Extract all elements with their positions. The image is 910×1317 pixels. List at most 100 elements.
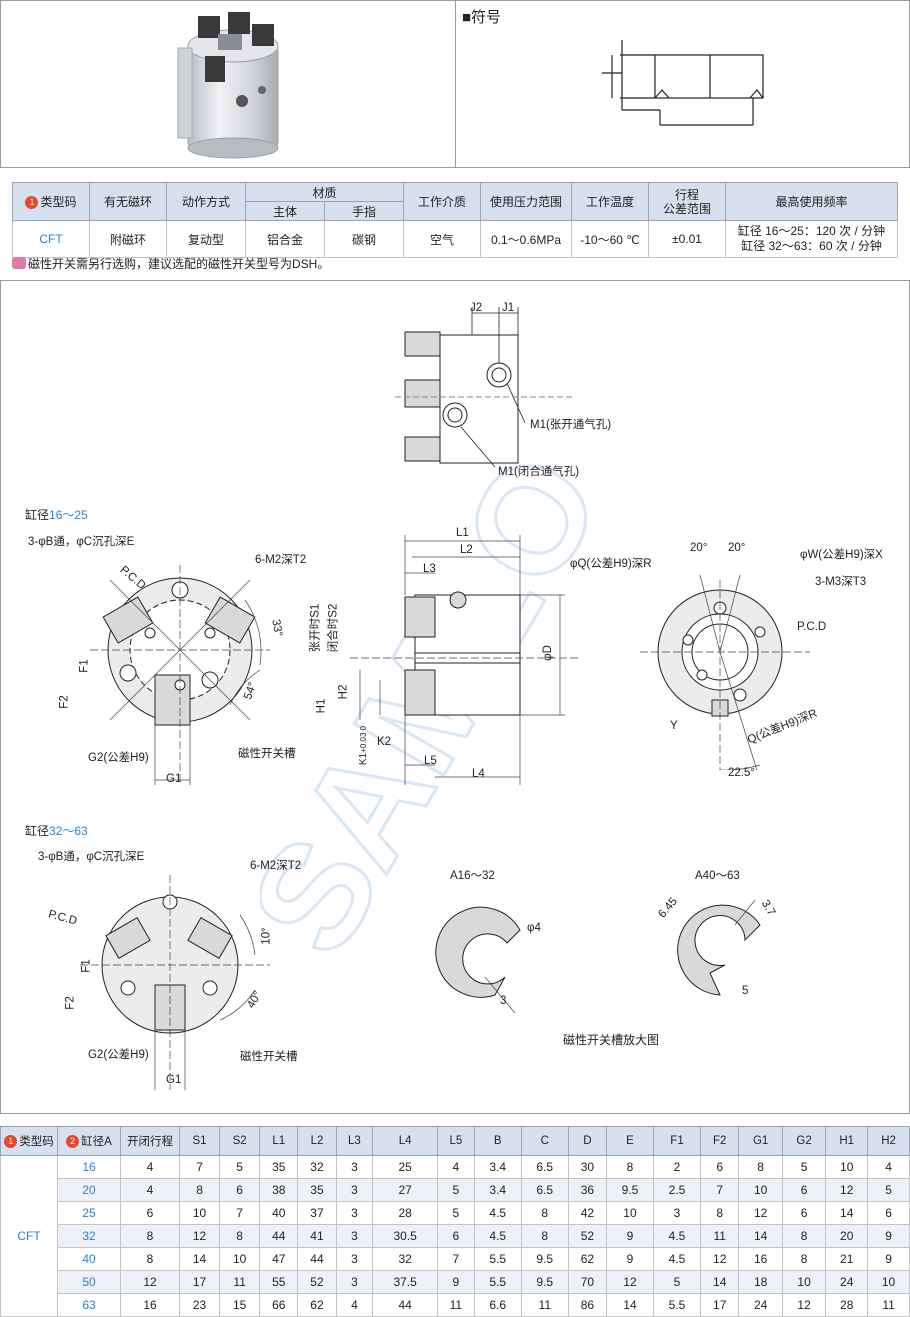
dim-cell: 7 <box>219 1201 261 1225</box>
dim-type-code: CFT <box>0 1155 58 1317</box>
dim-cell: 9 <box>437 1270 475 1294</box>
spec-freq-2: 缸径 32～63：60 次 / 分钟 <box>741 239 882 253</box>
dim-cell: 9.5 <box>605 1178 655 1202</box>
dim-cell: 70 <box>567 1270 607 1294</box>
bore-32-63-title: 缸径32～63 <box>25 824 88 838</box>
slot-phi4: φ4 <box>527 922 541 934</box>
dim-cell: 9.5 <box>520 1247 569 1271</box>
spec-freq: 缸径 16～25：120 次 / 分钟 缸径 32～63：60 次 / 分钟 <box>725 220 898 258</box>
dim-bore-cell: 32 <box>57 1224 121 1248</box>
note-icon <box>12 257 26 269</box>
dim-cell: 6 <box>120 1201 180 1225</box>
rear-y: Y <box>670 720 678 732</box>
dim-cell: 5 <box>781 1155 827 1179</box>
spec-pressure: 0.1～0.6MPa <box>480 220 572 258</box>
side-k1: K1+0.03 0 <box>358 725 370 766</box>
dim-header-11: C <box>520 1126 569 1156</box>
dim-cell: 52 <box>567 1224 607 1248</box>
dim-cell: 5 <box>867 1178 910 1202</box>
front-view-32-63 <box>70 870 290 1090</box>
dim-cell: 12 <box>781 1293 827 1317</box>
dim-header-6: L2 <box>297 1126 337 1156</box>
dim-cell: 5 <box>219 1155 261 1179</box>
spec-header-body: 主体 <box>245 201 325 221</box>
dim-cell: 4.5 <box>473 1224 522 1248</box>
slot-caption: 磁性开关槽放大图 <box>563 1033 660 1047</box>
dim-cell: 4.5 <box>652 1224 702 1248</box>
dim-cell: 11 <box>520 1293 569 1317</box>
spec-header-action: 动作方式 <box>166 182 246 221</box>
front2-g2: G2(公差H9) <box>88 1049 149 1061</box>
dim-header-16: G1 <box>738 1126 783 1156</box>
dim-cell: 20 <box>825 1224 869 1248</box>
dim-cell: 9 <box>605 1247 655 1271</box>
spec-header-temp: 工作温度 <box>571 182 649 221</box>
dim-cell: 30.5 <box>372 1224 439 1248</box>
slot-detail-a40 <box>665 895 785 1015</box>
spec-stroke: ±0.01 <box>648 220 726 258</box>
dim-cell: 2 <box>652 1155 702 1179</box>
dim-cell: 12 <box>825 1178 869 1202</box>
spec-action: 复动型 <box>166 220 246 258</box>
dim-cell: 44 <box>259 1224 299 1248</box>
dim-cell: 3 <box>335 1155 374 1179</box>
dim-cell: 6.5 <box>520 1178 569 1202</box>
dim-cell: 8 <box>781 1247 827 1271</box>
dim-cell: 10 <box>825 1155 869 1179</box>
dim-cell: 24 <box>825 1270 869 1294</box>
dim-cell: 30 <box>567 1155 607 1179</box>
side-d: φD <box>541 645 554 661</box>
badge-1: 1 <box>25 196 39 209</box>
side-h1: H1 <box>315 698 328 714</box>
dim-header-10: B <box>473 1126 522 1156</box>
dim-cell: 11 <box>437 1293 475 1317</box>
dim-cell: 3 <box>335 1247 374 1271</box>
front-g1: G1 <box>166 773 182 785</box>
front2-f2: F2 <box>64 996 77 1010</box>
dim-header-9: L5 <box>437 1126 475 1156</box>
dim-header-2: 开闭行程 <box>120 1126 180 1156</box>
dim-cell: 37.5 <box>372 1270 439 1294</box>
slot-dim5: 5 <box>742 985 749 997</box>
spec-medium: 空气 <box>403 220 481 258</box>
side-s1: 张开时S1 <box>309 603 322 653</box>
dim-bore-cell: 20 <box>57 1178 121 1202</box>
spec-freq-1: 缸径 16～25：120 次 / 分钟 <box>737 224 886 238</box>
front-slot: 磁性开关槽 <box>238 748 296 760</box>
dim-cell: 16 <box>120 1293 180 1317</box>
dim-cell: 14 <box>178 1247 221 1271</box>
dim-cell: 11 <box>867 1293 910 1317</box>
dim-cell: 5.5 <box>652 1293 702 1317</box>
rear-pcd: P.C.D <box>797 621 827 633</box>
spec-header-magnet: 有无磁环 <box>89 182 167 221</box>
dim-header-3: S1 <box>178 1126 221 1156</box>
dim-cell: 6 <box>781 1178 827 1202</box>
spec-body: 铝合金 <box>245 220 325 258</box>
front-view-16-25 <box>60 555 310 785</box>
badge-1: 1 <box>4 1135 18 1148</box>
dim-cell: 37 <box>297 1201 337 1225</box>
slot-a40-title: A40～63 <box>695 870 740 882</box>
dim-header-18: H1 <box>825 1126 869 1156</box>
front2-m2-label: 6-M2深T2 <box>250 860 302 872</box>
dim-header-17: G2 <box>781 1126 827 1156</box>
dim-cell: 41 <box>297 1224 337 1248</box>
top-view-drawing <box>395 295 625 485</box>
side-l4: L4 <box>472 768 485 780</box>
dim-cell: 42 <box>567 1201 607 1225</box>
dim-cell: 62 <box>567 1247 607 1271</box>
dim-cell: 9 <box>867 1224 910 1248</box>
dim-cell: 12 <box>178 1224 221 1248</box>
dim-cell: 47 <box>259 1247 299 1271</box>
dim-cell: 4 <box>867 1155 910 1179</box>
product-photo <box>170 8 290 160</box>
dim-cell: 27 <box>372 1178 439 1202</box>
dim-cell: 16 <box>738 1247 783 1271</box>
dim-cell: 8 <box>605 1155 655 1179</box>
